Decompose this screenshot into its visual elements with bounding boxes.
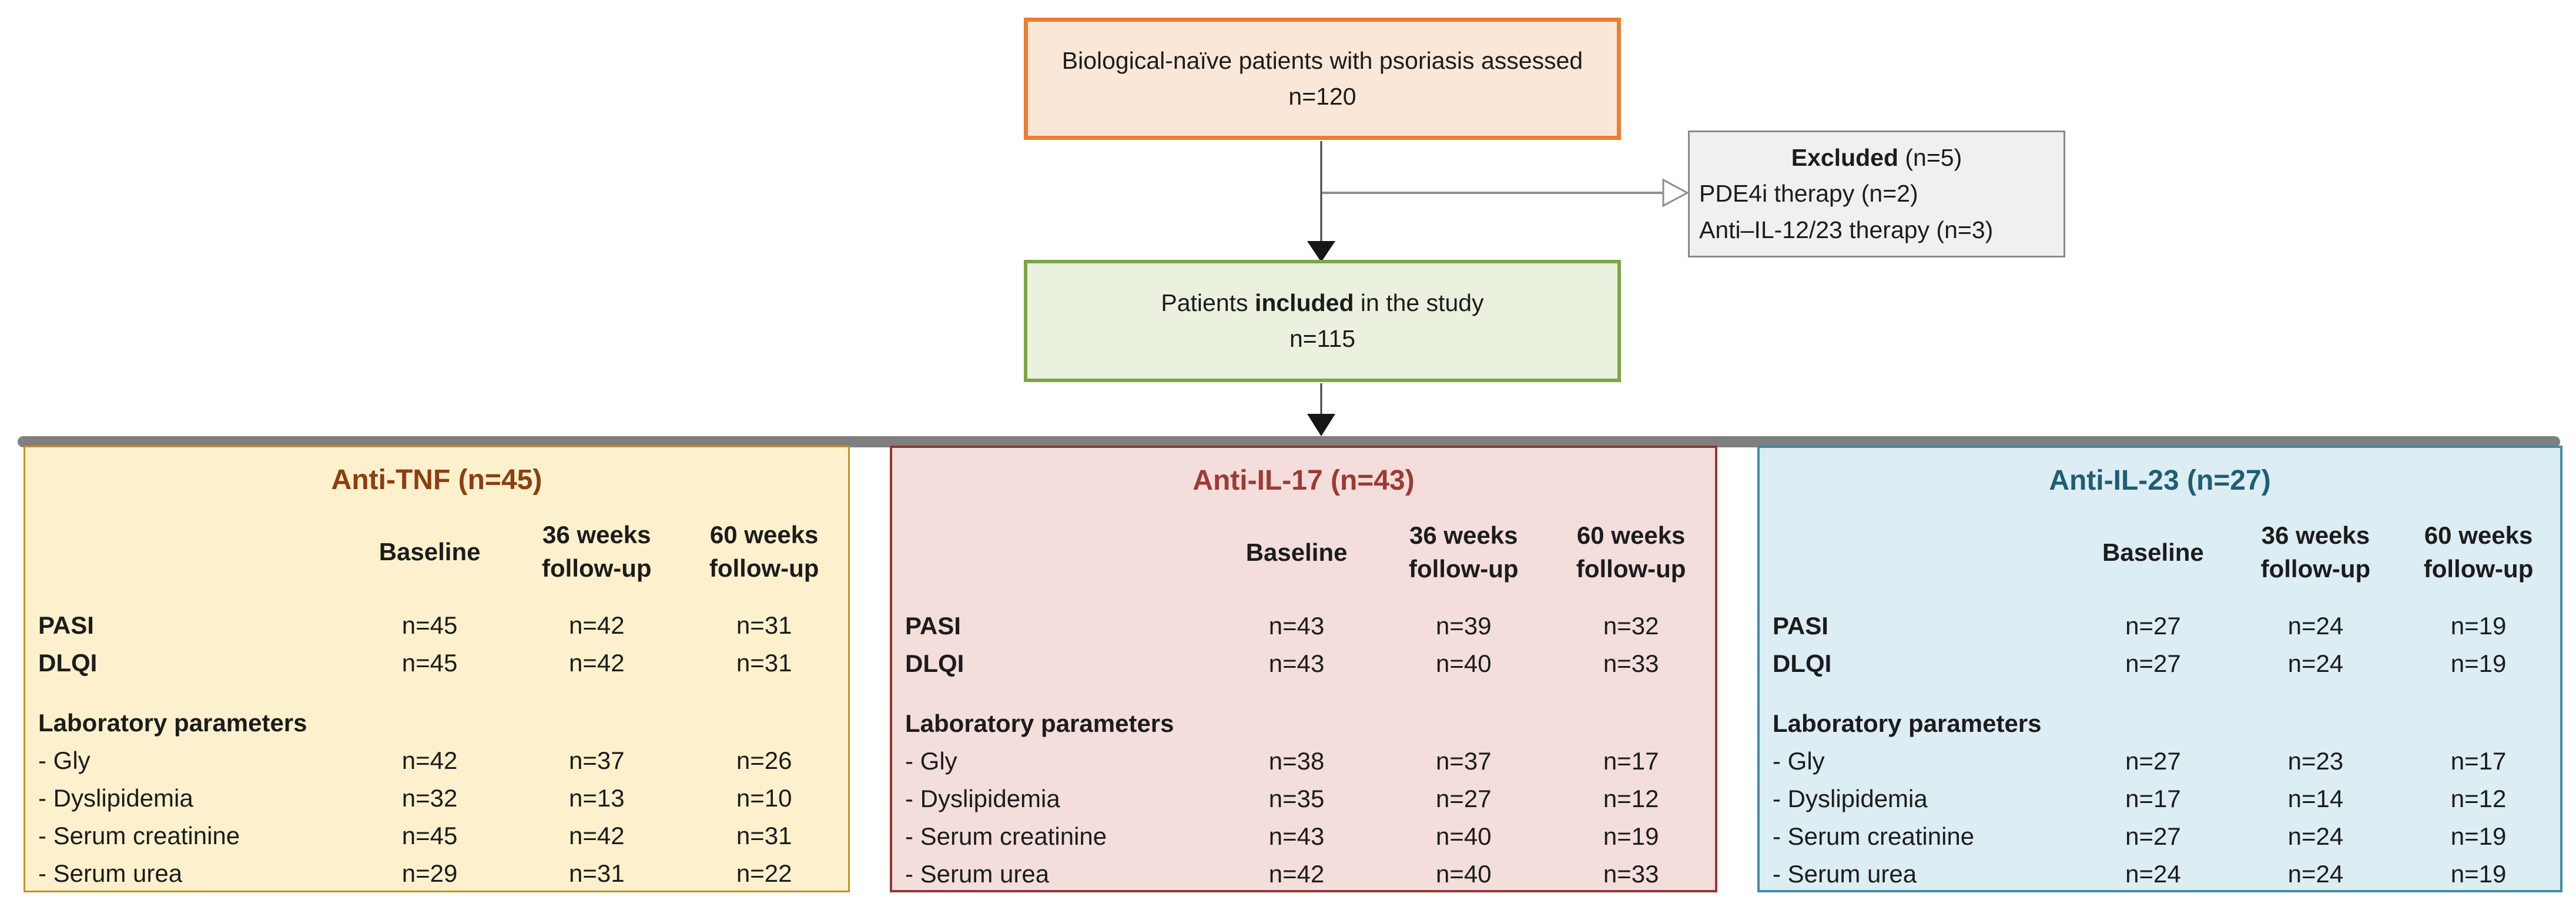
excluded-item: PDE4i therapy (n=2) [1699,180,1918,208]
table-row-lab-parameters: Laboratory parameters [905,710,1174,737]
excluded-box-title: Excluded (n=5) [1699,140,2054,176]
table-row-serum-creatinine: - Serum creatinine n=27 n=24 n=19 [1773,822,2507,850]
table-row-serum-urea: - Serum urea n=29 n=31 n=22 [38,859,792,887]
table-row-lab-parameters: Laboratory parameters [38,709,307,737]
table-row-dyslipidemia: - Dyslipidemia n=17 n=14 n=12 [1773,785,2507,812]
excluded-count: (n=5) [1898,143,1962,171]
panel-anti-il23-rows: PASI n=27 n=24 n=19 DLQI n=27 n=24 n=19 … [1760,607,2560,893]
included-bold-word: included [1254,289,1354,316]
panel-anti-tnf-rows: PASI n=45 n=42 n=31 DLQI n=45 n=42 n=31 … [25,607,848,892]
included-text-pre: Patients [1161,289,1255,316]
table-row-dlqi: DLQI n=45 n=42 n=31 [38,649,792,677]
arrowhead-included [1307,241,1335,262]
open-arrowhead-excluded [1662,178,1690,208]
table-row-dyslipidemia: - Dyslipidemia n=35 n=27 n=12 [905,785,1659,812]
table-row-gly: - Gly n=38 n=37 n=17 [905,747,1659,775]
column-header-baseline: Baseline [378,537,481,566]
panel-anti-tnf-title: Anti-TNF (n=45) [331,464,542,496]
included-box: Patients included in the study n=115 [1024,260,1621,382]
included-text-post: in the study [1354,289,1484,316]
table-row-gly: - Gly n=27 n=23 n=17 [1773,747,2507,775]
table-row-serum-creatinine: - Serum creatinine n=45 n=42 n=31 [38,822,792,849]
table-row-pasi: PASI n=43 n=39 n=32 [905,612,1659,640]
table-row-serum-creatinine: - Serum creatinine n=43 n=40 n=19 [905,822,1659,850]
divider-bar [18,436,2560,447]
table-row-serum-urea: - Serum urea n=42 n=40 n=33 [905,860,1659,888]
table-row-pasi: PASI n=27 n=24 n=19 [1773,612,2507,640]
included-box-count: n=115 [1289,325,1356,352]
panel-anti-il23-title: Anti-IL-23 (n=27) [2049,465,2271,496]
table-row-pasi: PASI n=45 n=42 n=31 [38,611,792,639]
column-header-baseline: Baseline [2102,538,2204,566]
assessed-box: Biological-naïve patients with psoriasis… [1024,18,1621,140]
panel-anti-il17-title: Anti-IL-17 (n=43) [1192,465,1415,496]
assessed-box-text: Biological-naïve patients with psoriasis… [1061,46,1583,74]
table-row-dlqi: DLQI n=43 n=40 n=33 [905,650,1659,677]
excluded-bold-label: Excluded [1791,143,1899,171]
excluded-item: Anti–IL-12/23 therapy (n=3) [1699,216,1994,243]
table-row-lab-parameters: Laboratory parameters [1773,710,2042,737]
excluded-box: Excluded (n=5) PDE4i therapy (n=2) Anti–… [1688,131,2065,257]
table-row-dlqi: DLQI n=27 n=24 n=19 [1773,650,2507,677]
arrowhead-groups [1307,414,1335,436]
assessed-box-count: n=120 [1288,83,1356,110]
table-row-serum-urea: - Serum urea n=24 n=24 n=19 [1773,860,2507,888]
column-header-baseline: Baseline [1245,538,1348,566]
table-row-gly: - Gly n=42 n=37 n=26 [38,747,792,774]
table-row-dyslipidemia: - Dyslipidemia n=32 n=13 n=10 [38,784,792,812]
included-box-text: Patients included in the study [1161,285,1483,322]
panel-anti-il17-rows: PASI n=43 n=39 n=32 DLQI n=43 n=40 n=33 … [892,607,1715,893]
